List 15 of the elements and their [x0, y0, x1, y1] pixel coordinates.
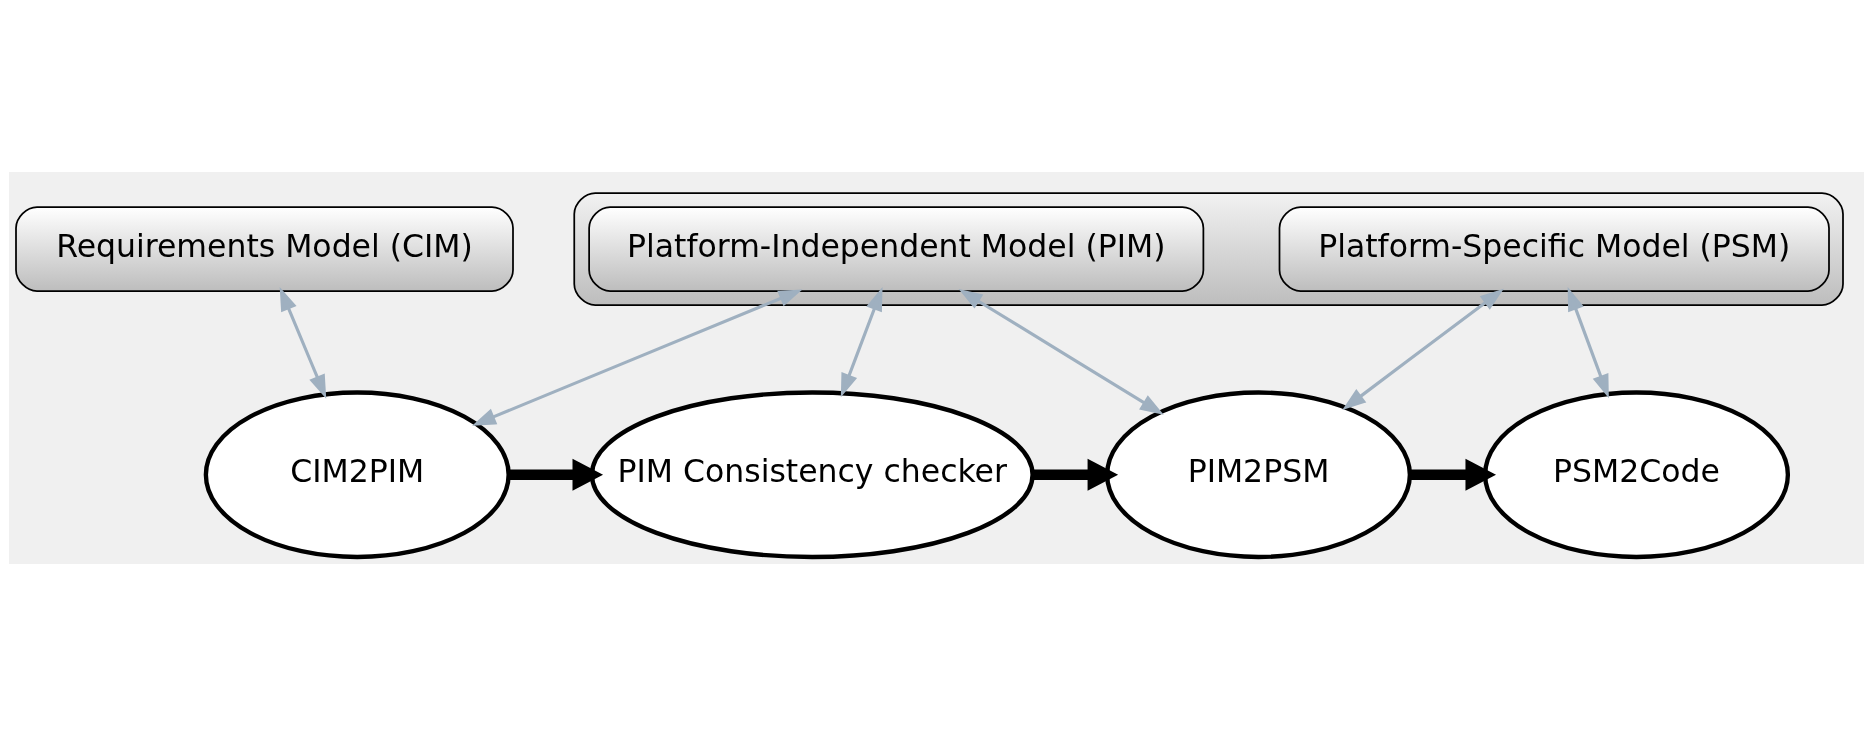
node-ellipse: CIM2PIM [203, 390, 511, 560]
node-box: Requirements Model (CIM) [15, 206, 514, 292]
arrow [472, 289, 803, 426]
node-box: Platform-Specific Model (PSM) [1278, 206, 1830, 292]
arrow [840, 287, 883, 398]
node-ellipse: PSM2Code [1482, 390, 1791, 560]
arrow [1032, 458, 1119, 491]
node-box: Platform-Independent Model (PIM) [588, 206, 1205, 292]
arrow [1342, 288, 1504, 411]
arrow [958, 289, 1164, 415]
arrow [1410, 458, 1496, 491]
arrow [1567, 287, 1609, 399]
arrow [279, 287, 327, 399]
arrow [508, 458, 604, 491]
node-ellipse: PIM Consistency checker [589, 390, 1035, 560]
